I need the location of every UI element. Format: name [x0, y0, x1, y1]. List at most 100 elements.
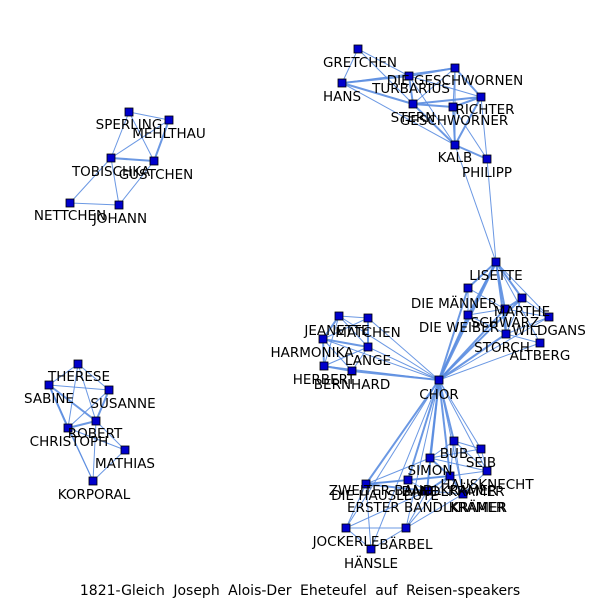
node-die-maenner	[463, 283, 473, 293]
edge-sperling-gustchen	[128, 111, 155, 162]
edge-turbarius-richter	[408, 75, 482, 98]
edge-die-maenner-chor	[438, 287, 469, 381]
edge-stern-geschworner	[412, 103, 454, 108]
node-harmonika	[318, 334, 328, 344]
node-label-sabine: SABINE	[24, 391, 74, 407]
node-marthe	[517, 293, 527, 303]
edge-turbarius-kalb	[408, 75, 456, 146]
edge-harmonika-lange	[322, 338, 369, 348]
edge-robert-mathias	[95, 420, 126, 451]
edge-erster-bandl-jockerle	[345, 490, 428, 529]
node-label-haensle: HÄNSLE	[344, 554, 398, 572]
node-label-simon: SIMON	[408, 463, 453, 479]
node-label-jockerle: JOCKERLE	[312, 534, 380, 550]
node-label-die-weiber: DIE WEIBER	[419, 320, 499, 336]
edge-chor-zweiter-bandl	[365, 379, 440, 485]
node-label-gretchen: GRETCHEN	[323, 55, 397, 71]
edge-robert-christoph	[67, 420, 97, 429]
node-label-turbarius: TURBARIUS	[371, 81, 450, 97]
edge-kramer-baerbel	[405, 493, 464, 529]
node-label-richter: RICHTER	[455, 102, 514, 118]
edge-susanne-robert	[95, 389, 110, 422]
node-simon	[425, 453, 435, 463]
node-richter	[476, 92, 486, 102]
edge-richter-kalb	[454, 96, 482, 146]
node-label-altberg: ALTBERG	[510, 348, 571, 364]
node-label-korporal: KORPORAL	[58, 487, 131, 503]
edge-storch-altberg	[505, 333, 541, 344]
edge-schwarz-wildgans	[504, 308, 550, 318]
edge-lisette-wildgans	[495, 261, 550, 318]
node-christoph	[63, 423, 73, 433]
node-matchen	[363, 313, 373, 323]
node-nettchen	[65, 198, 75, 208]
node-label-hausknecht: HAUSKNECHT	[440, 477, 534, 493]
node-label-christoph: CHRISTOPH	[30, 434, 109, 450]
node-kalb	[450, 140, 460, 150]
edge-susanne-christoph	[67, 389, 110, 429]
node-chor	[434, 375, 444, 385]
node-label-zweiter-bandl: ZWEITER BANDLKRÄMER	[329, 481, 498, 499]
node-baerbel	[401, 523, 411, 533]
node-bandlkraemer	[445, 471, 455, 481]
node-die-hausleute	[403, 475, 413, 485]
edge-zweiter-bandl-haensle	[365, 483, 372, 550]
edge-bub-bandlkraemer	[449, 440, 455, 477]
edge-sperling-mehlthau	[128, 111, 170, 121]
edge-sperling-tobischka	[110, 111, 130, 159]
node-philipp	[482, 154, 492, 164]
node-altberg	[535, 338, 545, 348]
node-jockerle	[341, 523, 351, 533]
edge-matchen-chor	[367, 317, 440, 381]
node-kramer	[458, 489, 468, 499]
edge-simon-zweiter-bandl	[365, 457, 431, 485]
node-bub	[449, 436, 459, 446]
edge-lisette-marthe	[495, 261, 523, 299]
node-turbarius	[404, 71, 414, 81]
node-label-storch: STORCH	[474, 340, 530, 356]
edge-zweiter-bandl-jockerle	[345, 483, 367, 529]
node-label-mathias: MATHIAS	[95, 456, 155, 472]
edge-erster-bandl-baerbel	[405, 490, 428, 529]
node-label-lange: LANGE	[345, 353, 391, 369]
edge-robert-korporal	[92, 420, 97, 482]
edge-turbarius-stern	[408, 75, 414, 105]
edge-stern-richter	[412, 96, 482, 105]
edge-mehlthau-gustchen	[153, 119, 170, 162]
edge-turbarius-die-geschwornen	[408, 67, 456, 77]
edge-lange-chor	[367, 346, 440, 381]
edge-stern-die-geschwornen	[412, 67, 456, 105]
node-label-tobischka: TOBISCHKA	[71, 164, 151, 180]
node-label-stern: STERN	[391, 110, 436, 126]
edge-gretchen-turbarius	[357, 48, 410, 77]
edge-sabine-susanne	[48, 384, 110, 391]
node-tobischka	[106, 153, 116, 163]
edge-wildgans-storch	[505, 316, 550, 335]
node-label-susanne: SUSANNE	[90, 396, 155, 412]
node-storch	[501, 329, 511, 339]
edge-bub-hausknecht	[453, 440, 488, 472]
node-label-harmonika: HARMONIKA	[271, 345, 355, 361]
edge-geschworner-philipp	[452, 106, 488, 160]
edge-baerbel-haensle	[370, 527, 407, 550]
node-stern	[408, 99, 418, 109]
node-label-geschworner: GESCHWORNER	[400, 113, 509, 129]
node-label-marthe: MARTHE	[494, 304, 550, 320]
edge-bub-kramer	[453, 440, 464, 495]
edge-die-weiber-storch	[467, 314, 507, 335]
edge-altberg-chor	[438, 342, 541, 381]
edge-zweiter-bandl-erster-bandl	[365, 483, 428, 492]
node-label-nettchen: NETTCHEN	[34, 208, 106, 224]
node-die-weiber	[463, 310, 473, 320]
edge-kalb-lisette	[454, 144, 497, 263]
edge-chor-jockerle	[345, 379, 440, 529]
node-label-herbert: HERBERT	[293, 372, 356, 388]
node-label-die-geschwornen: DIE GESCHWORNEN	[387, 73, 523, 89]
edge-marthe-storch	[505, 297, 523, 335]
edge-kalb-philipp	[454, 144, 488, 160]
edge-tobischka-johann	[110, 157, 120, 206]
edge-jeanette-chor	[338, 315, 440, 381]
edge-jeanette-matchen	[338, 315, 369, 319]
node-layer	[44, 44, 554, 554]
